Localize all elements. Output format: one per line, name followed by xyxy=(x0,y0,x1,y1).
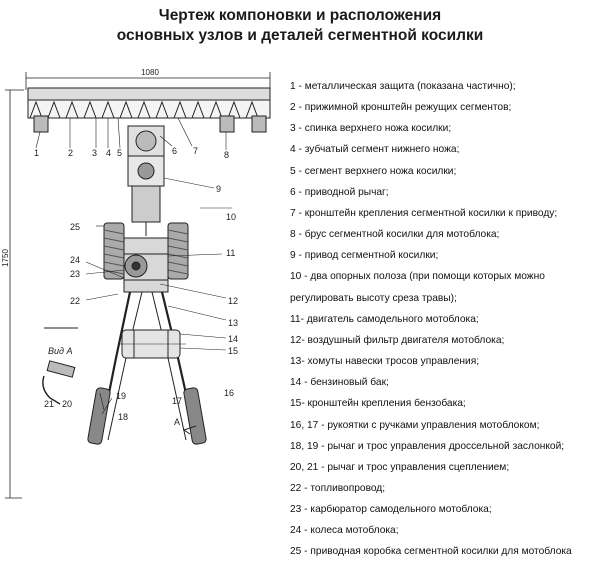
legend-item: 1 - металлическая защита (показана части… xyxy=(290,81,516,92)
callout-7: 7 xyxy=(193,146,198,156)
legend-item: 6 - приводной рычаг; xyxy=(290,186,389,198)
mower-drawing-svg: 1080 1750 Вид А А 1 2 3 4 5 6 7 8 9 10 1… xyxy=(1,68,271,499)
callout-19: 19 xyxy=(116,391,126,401)
callout-15: 15 xyxy=(228,346,238,356)
callout-10: 10 xyxy=(226,212,236,222)
legend-item: 22 - топливопровод; xyxy=(290,482,386,494)
title-line-1: Чертеж компоновки и расположения xyxy=(158,7,442,24)
title-line-2: основных узлов и деталей сегментной коси… xyxy=(116,27,484,44)
legend-item: 24 - колеса мотоблока; xyxy=(290,525,399,537)
callout-21: 21 xyxy=(44,399,54,409)
callout-14: 14 xyxy=(228,334,238,344)
legend-item: 5 - сегмент верхнего ножа косилки; xyxy=(290,165,457,177)
callout-23: 23 xyxy=(70,269,80,279)
callout-25: 25 xyxy=(70,222,80,232)
engine xyxy=(123,237,169,293)
legend-item: 23 - карбюратор самодельного мотоблока; xyxy=(290,504,492,516)
legend-item: 25 - приводная коробка сегментной косилк… xyxy=(290,546,572,558)
legend-item: 13- хомуты навески тросов управления; xyxy=(290,356,480,368)
callout-2: 2 xyxy=(68,148,73,158)
legend-item: 11- двигатель самодельного мотоблока; xyxy=(290,313,479,325)
view-a-detail xyxy=(42,327,197,435)
legend-item: 3 - спинка верхнего ножа косилки; xyxy=(290,123,452,135)
parts-legend: 1 - металлическая защита (показана части… xyxy=(290,76,596,563)
dim-height-label: 1750 xyxy=(1,249,10,267)
arrow-a-label: А xyxy=(174,417,180,427)
callout-4: 4 xyxy=(106,148,111,158)
callout-22: 22 xyxy=(70,296,80,306)
motoblock-wheels xyxy=(103,222,189,280)
legend-item: 18, 19 - рычаг и трос управления дроссел… xyxy=(290,440,565,452)
callout-13: 13 xyxy=(228,318,238,328)
dim-width-label: 1080 xyxy=(141,68,159,77)
cutter-bar xyxy=(27,87,271,133)
callout-8: 8 xyxy=(224,150,229,160)
callout-20: 20 xyxy=(62,399,72,409)
legend-item: 16, 17 - рукоятки с ручками управления м… xyxy=(290,419,540,431)
legend-item: 20, 21 - рычаг и трос управления сцеплен… xyxy=(290,461,510,473)
mower-drawing: 1080 1750 Вид А А 1 2 3 4 5 6 7 8 9 10 1… xyxy=(0,58,290,551)
legend-item: 8 - брус сегментной косилки для мотоблок… xyxy=(290,229,500,241)
callout-11: 11 xyxy=(226,248,235,258)
view-a-label: Вид А xyxy=(48,346,73,356)
callout-18: 18 xyxy=(118,412,128,422)
legend-item: 4 - зубчатый сегмент нижнего ножа; xyxy=(290,144,460,156)
legend-item: 12- воздушный фильтр двигателя мотоблока… xyxy=(290,334,505,346)
callout-1: 1 xyxy=(34,148,39,158)
callout-5: 5 xyxy=(117,148,122,158)
mower-drive xyxy=(127,125,165,236)
callout-12: 12 xyxy=(228,296,238,306)
legend-item: 14 - бензиновый бак; xyxy=(290,377,389,389)
fuel-tank xyxy=(118,329,186,359)
callout-24: 24 xyxy=(70,255,80,265)
page-title: Чертеж компоновки и расположения основны… xyxy=(0,6,600,46)
legend-item: 2 - прижимной кронштейн режущих сегменто… xyxy=(290,102,512,114)
callout-3: 3 xyxy=(92,148,97,158)
handlebars xyxy=(98,291,198,441)
legend-item: регулировать высоту среза травы); xyxy=(290,292,457,304)
legend-item: 7 - кронштейн крепления сегментной косил… xyxy=(290,207,558,219)
callout-9: 9 xyxy=(216,184,221,194)
callout-16: 16 xyxy=(224,388,234,398)
handle-grips xyxy=(87,387,207,445)
callout-numbers: 1 2 3 4 5 6 7 8 9 10 11 12 13 14 15 16 1… xyxy=(34,146,238,422)
callout-17: 17 xyxy=(172,396,182,406)
legend-item: 10 - два опорных полоза (при помощи кото… xyxy=(290,271,545,283)
legend-item: 15- кронштейн крепления бензобака; xyxy=(290,398,466,410)
legend-item: 9 - привод сегментной косилки; xyxy=(290,250,439,262)
callout-6: 6 xyxy=(172,146,177,156)
